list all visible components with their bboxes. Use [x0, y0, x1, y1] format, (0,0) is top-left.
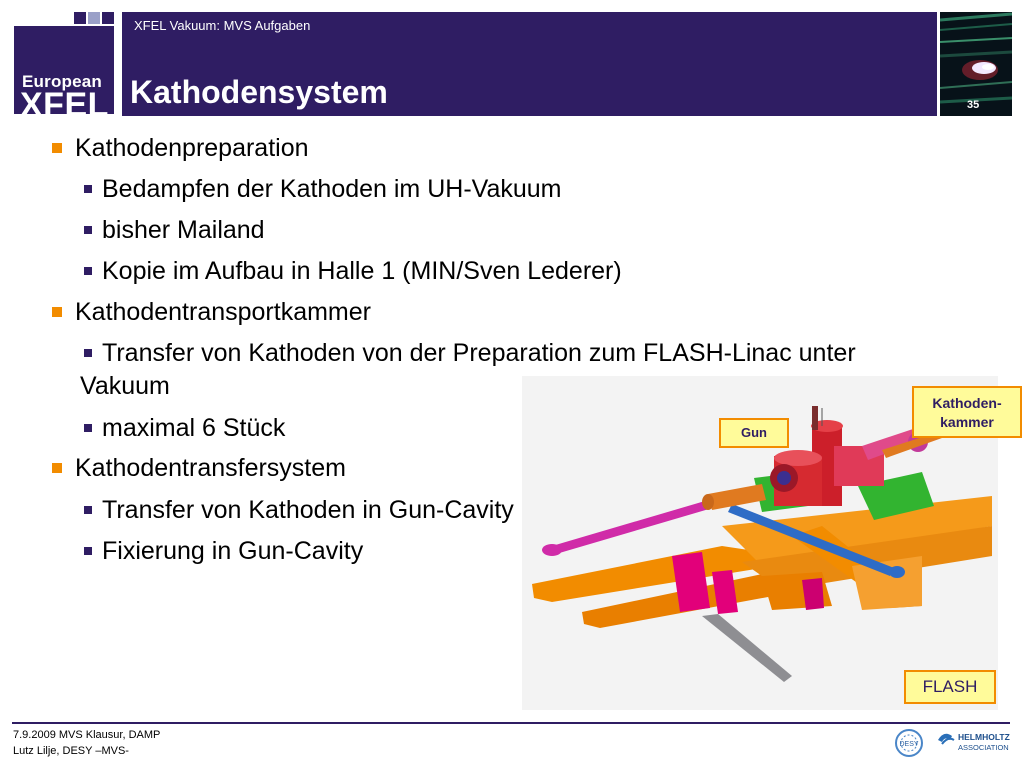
- bullet-level2-continuation: Vakuum: [80, 372, 170, 400]
- slide-title: Kathodensystem: [130, 74, 388, 110]
- desy-logo: DESY: [894, 728, 924, 758]
- bullet-level1: Kathodenpreparation: [75, 134, 309, 162]
- bullet-level1: Kathodentransportkammer: [75, 298, 371, 326]
- logo-square: [88, 12, 100, 24]
- bullet-marker-level2: [84, 506, 92, 514]
- bullet-level2: maximal 6 Stück: [102, 414, 286, 442]
- cad-drawing: [522, 376, 998, 710]
- bullet-level2: Bedampfen der Kathoden im UH-Vakuum: [102, 175, 562, 203]
- flash-label-text: FLASH: [922, 677, 978, 696]
- bullet-level1: Kathodentransfersystem: [75, 454, 346, 482]
- cathode-system-cad-image: Gun Kathoden- kammer FLASH: [522, 376, 1022, 710]
- bullet-level2: bisher Mailand: [102, 216, 265, 244]
- logo-square: [102, 12, 114, 24]
- page-number: 35: [967, 99, 980, 111]
- bullet-level2: Transfer von Kathoden in Gun-Cavity: [102, 496, 514, 524]
- presentation-subtitle: XFEL Vakuum: MVS Aufgaben: [134, 18, 311, 33]
- association-text: ASSOCIATION: [958, 743, 1009, 752]
- footer-author: Lutz Lilje, DESY –MVS-: [13, 745, 129, 757]
- flash-label: FLASH: [904, 670, 996, 704]
- european-xfel-logo: European XFEL: [12, 12, 116, 122]
- gun-label: Gun: [719, 418, 789, 448]
- logo-xfel-text: XFEL: [20, 86, 109, 124]
- footer-divider: [12, 722, 1010, 724]
- bullet-marker-level2: [84, 267, 92, 275]
- bullet-level2: Kopie im Aufbau in Halle 1 (MIN/Sven Led…: [102, 257, 622, 285]
- bullet-marker-level2: [84, 349, 92, 357]
- header-photo: [940, 12, 1012, 116]
- bullet-marker-level2: [84, 226, 92, 234]
- bullet-marker-level1: [52, 143, 62, 153]
- bullet-marker-level2: [84, 185, 92, 193]
- bullet-level2: Transfer von Kathoden von der Preparatio…: [102, 339, 856, 367]
- bullet-marker-level1: [52, 307, 62, 317]
- bullet-marker-level1: [52, 463, 62, 473]
- logo-block: European XFEL: [12, 24, 116, 122]
- kathodenkammer-label: Kathoden- kammer: [912, 386, 1022, 438]
- bullet-marker-level2: [84, 547, 92, 555]
- bullet-marker-level2: [84, 424, 92, 432]
- title-bar: XFEL Vakuum: MVS Aufgaben Kathodensystem: [122, 12, 937, 116]
- kathodenkammer-label-line2: kammer: [940, 414, 994, 430]
- logo-square: [74, 12, 86, 24]
- logo-european-text: European: [22, 72, 103, 91]
- helmholtz-text: HELMHOLTZ: [958, 732, 1010, 742]
- footer-date-event: 7.9.2009 MVS Klausur, DAMP: [13, 729, 161, 741]
- kathodenkammer-label-line1: Kathoden-: [932, 395, 1002, 411]
- gun-label-text: Gun: [741, 425, 767, 440]
- bullet-level2: Fixierung in Gun-Cavity: [102, 537, 364, 565]
- helmholtz-logo: HELMHOLTZ ASSOCIATION: [936, 728, 1016, 754]
- desy-logo-text: DESY: [899, 741, 918, 748]
